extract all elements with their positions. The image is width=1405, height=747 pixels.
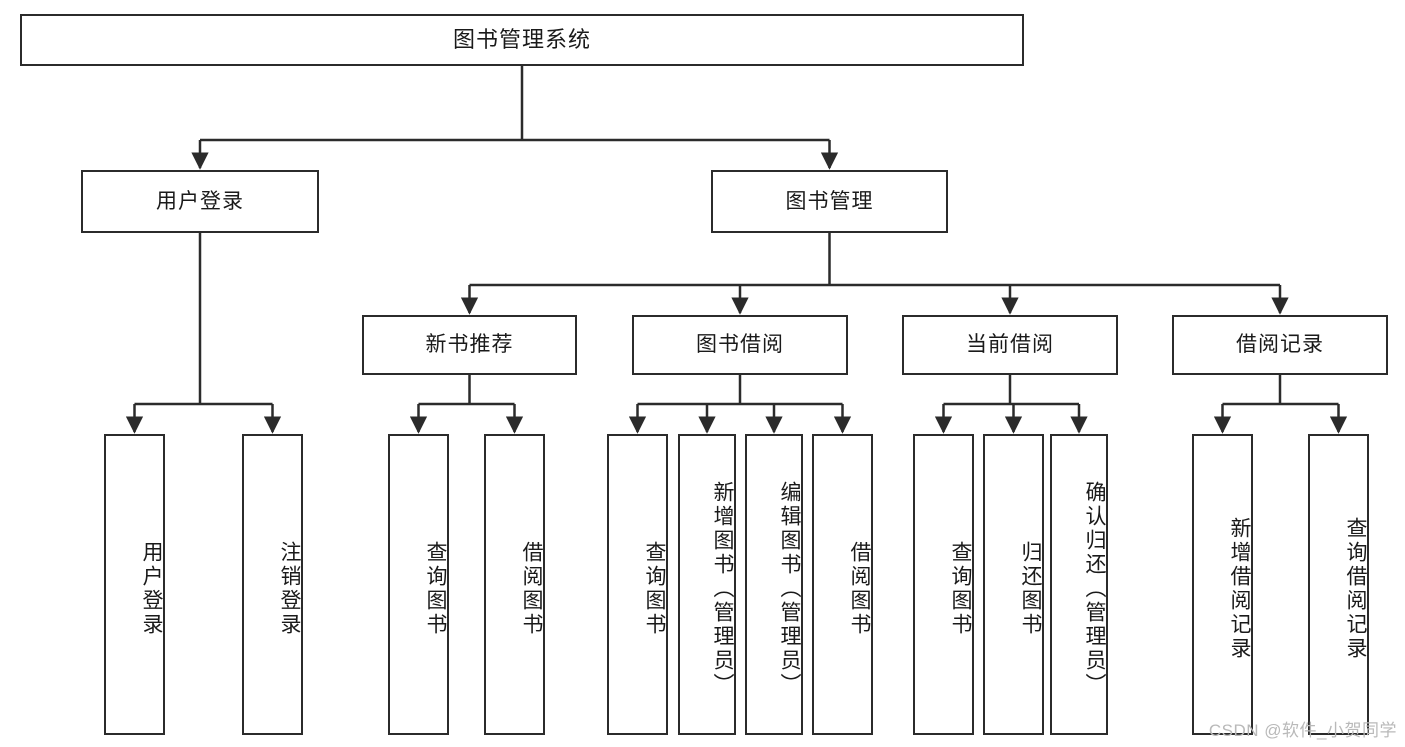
node-book-borrow[interactable]: 图书借阅 xyxy=(632,315,848,375)
leaf-borrow-books-recommend[interactable]: 借阅图书 xyxy=(484,434,545,735)
node-label: 归还图书 xyxy=(1019,540,1042,637)
node-label: 注销登录 xyxy=(278,540,301,637)
node-label: 借阅图书 xyxy=(520,540,543,637)
leaf-user-login[interactable]: 用户登录 xyxy=(104,434,165,735)
node-label: 用户登录 xyxy=(140,540,163,637)
node-user-login[interactable]: 用户登录 xyxy=(81,170,319,233)
node-label: 借阅记录 xyxy=(1236,333,1324,357)
leaf-logout[interactable]: 注销登录 xyxy=(242,434,303,735)
node-label: 新增借阅记录 xyxy=(1228,516,1251,661)
node-label: 编辑图书（管理员） xyxy=(778,480,801,697)
node-new-book-recommend[interactable]: 新书推荐 xyxy=(362,315,577,375)
node-label: 查询图书 xyxy=(643,540,666,637)
node-label: 查询图书 xyxy=(949,540,972,637)
node-label: 新增图书（管理员） xyxy=(711,480,734,697)
node-label: 借阅图书 xyxy=(848,540,871,637)
leaf-query-borrow-record[interactable]: 查询借阅记录 xyxy=(1308,434,1369,735)
node-label: 新书推荐 xyxy=(425,333,514,357)
leaf-edit-book-admin[interactable]: 编辑图书（管理员） xyxy=(745,434,803,735)
leaf-query-books-current[interactable]: 查询图书 xyxy=(913,434,974,735)
node-label: 用户登录 xyxy=(156,189,244,213)
leaf-add-book-admin[interactable]: 新增图书（管理员） xyxy=(678,434,736,735)
leaf-add-borrow-record[interactable]: 新增借阅记录 xyxy=(1192,434,1253,735)
node-label: 查询图书 xyxy=(424,540,447,637)
node-current-borrow[interactable]: 当前借阅 xyxy=(902,315,1118,375)
watermark: CSDN @软件_小贺同学 xyxy=(1208,721,1397,740)
leaf-borrow-books[interactable]: 借阅图书 xyxy=(812,434,873,735)
node-borrow-records[interactable]: 借阅记录 xyxy=(1172,315,1388,375)
node-root[interactable]: 图书管理系统 xyxy=(20,14,1024,66)
leaf-return-books[interactable]: 归还图书 xyxy=(983,434,1044,735)
leaf-confirm-return-admin[interactable]: 确认归还（管理员） xyxy=(1050,434,1108,735)
node-label: 图书管理 xyxy=(785,189,874,213)
node-label: 查询借阅记录 xyxy=(1344,516,1367,661)
node-label: 确认归还（管理员） xyxy=(1083,480,1106,697)
node-label: 当前借阅 xyxy=(966,333,1054,357)
node-label: 图书管理系统 xyxy=(452,26,591,52)
leaf-query-books-recommend[interactable]: 查询图书 xyxy=(388,434,449,735)
node-label: 图书借阅 xyxy=(696,333,784,357)
node-book-management[interactable]: 图书管理 xyxy=(711,170,948,233)
leaf-query-books-borrow[interactable]: 查询图书 xyxy=(607,434,668,735)
